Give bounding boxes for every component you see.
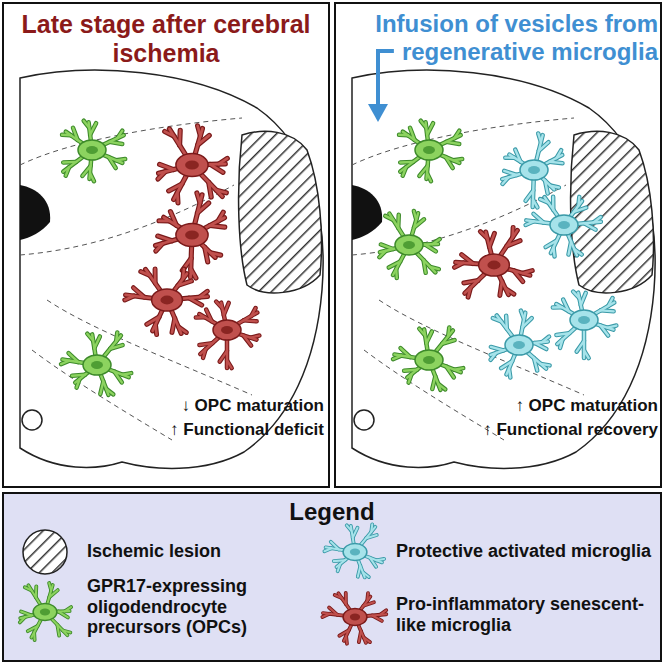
lesion-symbol [23, 530, 67, 574]
panel-title: Infusion of vesicles from regenerative m… [350, 10, 658, 65]
anatomy-circle [22, 410, 42, 430]
legend-label: Ischemic lesion [87, 541, 317, 562]
panel-title: Late stage after cerebral ischemia [14, 10, 318, 68]
cell [156, 193, 225, 278]
legend-title: Legend [204, 498, 460, 526]
cell [379, 211, 439, 278]
anatomy-line [364, 350, 504, 440]
legend-icons [20, 524, 386, 643]
cell [526, 197, 601, 257]
ventricle [352, 185, 382, 240]
treatment-panel: Infusion of vesicles from regenerative m… [334, 2, 662, 488]
cell [491, 311, 550, 378]
legend-label: Pro-inflammatory senescent-like microgli… [396, 594, 658, 635]
outcome-text: ↑ Functional recovery [481, 420, 658, 440]
anatomy-line [47, 300, 252, 395]
anatomy-line [20, 185, 234, 255]
brain-section [20, 70, 323, 468]
cell [399, 121, 462, 181]
brain-outline [20, 70, 323, 468]
ventricle [20, 185, 50, 240]
cell [324, 524, 384, 577]
cell [61, 332, 131, 394]
cell [20, 583, 71, 640]
scenario-panel: Late stage after cerebral ischemia ↓ OPC … [2, 2, 330, 488]
cell [196, 302, 260, 369]
cell [322, 593, 386, 644]
legend-panel: LegendIschemic lesionGPR17-expressing ol… [2, 492, 662, 662]
outcome-text: ↑ OPC maturation [481, 396, 658, 416]
ischemic-lesion [239, 131, 322, 293]
outcome-text: ↑ Functional deficit [154, 420, 324, 440]
cell [62, 121, 125, 181]
legend-ground [2, 492, 662, 662]
anatomy-line [20, 118, 242, 165]
ischemic-lesion [571, 131, 654, 293]
legend-label: Protective activated microglia [396, 541, 658, 562]
anatomy-circle [354, 410, 374, 430]
outcome-text: ↓ OPC maturation [154, 396, 324, 416]
legend-label: GPR17-expressing oligodendrocyte precurs… [87, 576, 317, 638]
cell [553, 292, 617, 359]
cell [125, 269, 208, 335]
cell [454, 227, 532, 297]
anatomy-line [32, 350, 172, 440]
cell [393, 327, 463, 389]
anatomy-line [379, 300, 584, 395]
cell [158, 126, 227, 203]
infusion-arrow [368, 51, 394, 122]
anatomy-line [352, 118, 574, 165]
